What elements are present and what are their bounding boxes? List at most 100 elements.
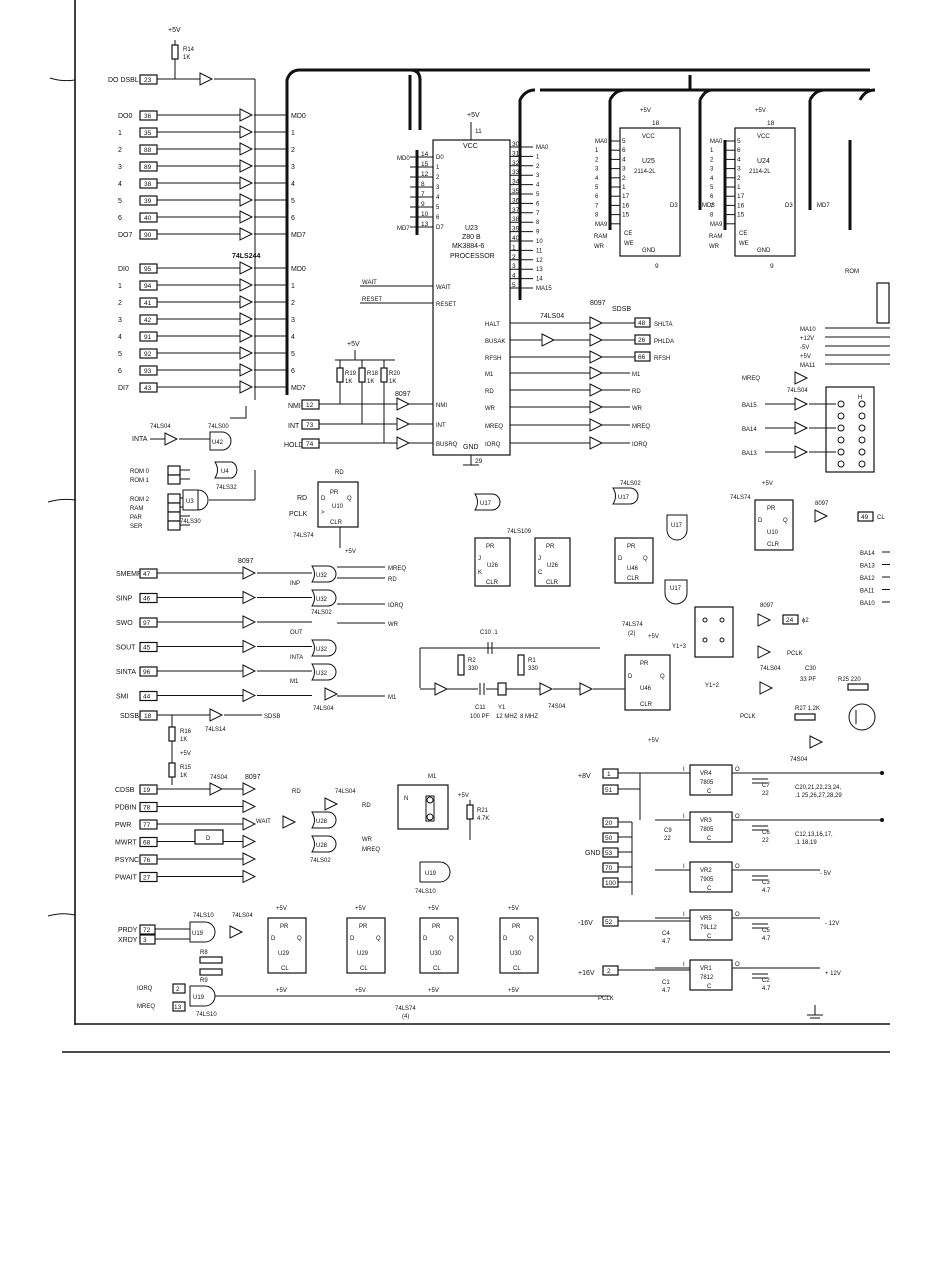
buffer-gate-icon — [589, 383, 604, 397]
bus-input-label: 4 — [118, 181, 122, 188]
jumper-d-icon — [194, 829, 224, 845]
ram-addr-label: MA9 — [595, 222, 608, 228]
resistor-value: 1K — [367, 379, 374, 385]
svg-text:PR: PR — [359, 924, 368, 930]
svg-text:PR: PR — [767, 506, 776, 512]
svg-text:U17: U17 — [480, 501, 492, 507]
ram-wr-signal: WR — [594, 244, 605, 250]
svg-text:Q: Q — [376, 936, 381, 942]
svg-text:Q: Q — [347, 496, 352, 502]
svg-text:+5V: +5V — [648, 738, 659, 744]
control-input-label: CDSB — [115, 787, 135, 794]
ram-gnd: GND — [757, 248, 771, 254]
rom-input-label: RAM — [130, 506, 143, 512]
svg-text:CLR: CLR — [546, 580, 559, 586]
svg-text:C: C — [707, 984, 712, 990]
svg-text:Q: Q — [660, 674, 665, 680]
pin-number: 68 — [143, 840, 151, 847]
svg-text:74LS74: 74LS74 — [622, 622, 643, 628]
cap-value: 4.7 — [762, 986, 771, 992]
ram-addr-label: 6 — [710, 194, 714, 200]
resistor-r14-icon — [171, 44, 179, 60]
pin-number: 3 — [143, 937, 147, 944]
buffer-gate-icon — [589, 333, 604, 347]
ram-addr-pin: 3 — [737, 166, 741, 173]
svg-text:RD: RD — [335, 470, 344, 476]
svg-text:U28: U28 — [316, 843, 328, 849]
pullup-resistor-icon — [336, 367, 344, 383]
pin-number: 38 — [144, 181, 152, 188]
pin-number: 88 — [144, 147, 152, 154]
pin-number: 66 — [638, 354, 646, 361]
pin-number: 90 — [144, 232, 152, 239]
cpu-right-signal: RFSH — [485, 356, 501, 362]
md-label: MD7 — [397, 226, 410, 232]
svg-text:+5V: +5V — [345, 549, 356, 555]
ba-right-label: BA14 — [860, 551, 875, 557]
or-gate-u4-icon — [214, 461, 238, 479]
pin-box — [634, 351, 651, 362]
hold-buffer-icon — [396, 436, 411, 450]
buffer-gate-icon — [239, 108, 254, 122]
svg-text:RD: RD — [362, 803, 371, 809]
svg-text:74LS32: 74LS32 — [216, 485, 237, 491]
cpu-addr-pin: 33 — [512, 169, 520, 176]
cpu-addr-label: 13 — [536, 267, 543, 273]
svg-text:C9: C9 — [664, 828, 672, 834]
ram-addr-label: MA9 — [710, 222, 723, 228]
bus-input-label: DO0 — [118, 113, 133, 120]
svg-text:+5V: +5V — [428, 988, 439, 994]
nmi-buffer-icon — [396, 397, 411, 411]
bottom-gate: IORQ MREQ 2 13 U19 74LS10 PCLK 74LS74 (4… — [137, 983, 614, 1020]
svg-text:74S04: 74S04 — [548, 704, 566, 710]
svg-text:Q: Q — [297, 936, 302, 942]
flipflop-ref: U30 — [430, 951, 442, 957]
resistor-value: 1K — [345, 379, 352, 385]
rom-input-label: ROM 0 — [130, 469, 150, 475]
cpu-addr-label: 7 — [536, 211, 540, 217]
svg-text:CL: CL — [281, 966, 289, 972]
buffer-gate-icon — [239, 176, 254, 190]
ram-vcc: VCC — [757, 134, 770, 140]
buffer-gate-icon — [239, 312, 254, 326]
svg-text:12 MHZ: 12 MHZ — [496, 714, 518, 720]
svg-text:11: 11 — [475, 128, 482, 135]
svg-text:+5V: +5V — [355, 906, 366, 912]
ba-right-label: BA11 — [860, 589, 875, 595]
bypass-cap-note: C12,13,16,17, — [795, 832, 833, 838]
regulator-ref: VR2 — [700, 868, 712, 874]
svg-text:D: D — [206, 836, 211, 842]
md-label: 1 — [291, 283, 295, 290]
ram-ram-signal: RAM — [594, 234, 607, 240]
svg-text:PR: PR — [280, 924, 289, 930]
svg-text:C: C — [538, 570, 543, 576]
cpu-addr-pin: 40 — [512, 235, 520, 242]
buffer-gate-icon — [239, 193, 254, 207]
cpu-addr-pin: 1 — [512, 244, 516, 251]
svg-text:+5V: +5V — [508, 906, 519, 912]
flipflop-body — [267, 917, 307, 974]
pin-number: 36 — [144, 113, 152, 120]
svg-text:D: D — [628, 674, 633, 680]
svg-text:100 PF: 100 PF — [470, 714, 490, 720]
cpu-addr-label: 9 — [536, 230, 540, 236]
svg-text:4.7: 4.7 — [662, 939, 671, 945]
svg-text:U32: U32 — [316, 573, 328, 579]
control-input-label: PSYNC — [115, 857, 139, 864]
svg-text:R2: R2 — [468, 658, 476, 664]
buffer-gate-icon — [239, 363, 254, 377]
pin-number: 46 — [143, 596, 151, 603]
svg-text:INTA: INTA — [290, 655, 303, 661]
svg-text:Y1: Y1 — [498, 705, 506, 711]
ram-addr-pin: 6 — [622, 147, 626, 154]
svg-text:-5V: -5V — [800, 345, 809, 351]
md-label: MD0 — [291, 266, 306, 273]
cpu-data-pin: 9 — [421, 201, 425, 208]
ram-addr-pin: 1 — [737, 184, 741, 191]
svg-text:Y1÷2: Y1÷2 — [705, 683, 720, 689]
cap-label: C5 — [762, 928, 770, 934]
buffer-gate-icon — [589, 316, 604, 330]
bus-input-label: 2 — [118, 147, 122, 154]
cpu-data-label: D0 — [436, 155, 444, 161]
